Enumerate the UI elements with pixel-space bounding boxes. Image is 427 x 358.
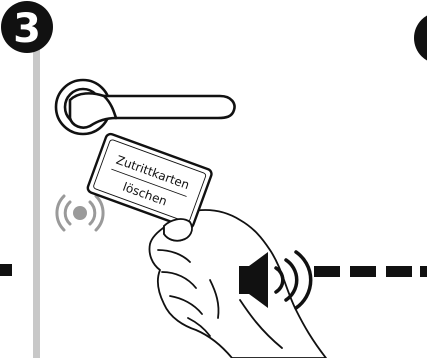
rfid-signal-icon <box>57 196 103 230</box>
door-edge <box>33 40 40 358</box>
access-card-icon: Zutrittkarten löschen <box>86 133 212 230</box>
next-step-badge <box>414 12 427 64</box>
thumb-over-card <box>164 219 192 241</box>
dash-left <box>0 264 12 276</box>
step-number-badge: 3 <box>1 1 53 53</box>
door-handle-icon <box>56 80 234 134</box>
dashed-connector <box>314 266 427 277</box>
step-number: 3 <box>13 6 41 52</box>
